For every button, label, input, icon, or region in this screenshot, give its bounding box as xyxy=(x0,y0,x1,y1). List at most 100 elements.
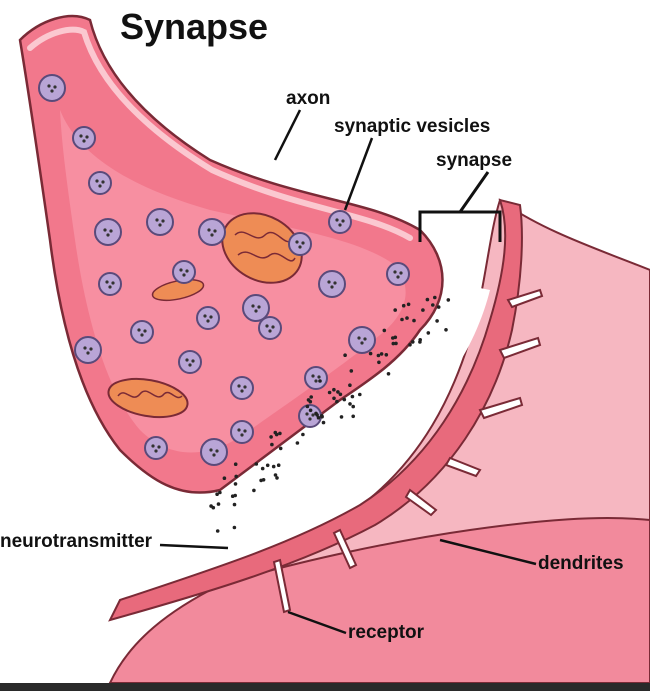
vesicle-content xyxy=(50,89,53,92)
vesicle-content xyxy=(295,240,298,243)
vesicle-content xyxy=(341,219,344,222)
synaptic-vesicle xyxy=(289,233,311,255)
neurotransmitter-dot xyxy=(402,304,406,308)
neurotransmitter-dot xyxy=(437,305,441,309)
vesicle-content xyxy=(109,229,112,232)
neurotransmitter-dot xyxy=(418,338,422,342)
neurotransmitter-dot xyxy=(223,476,227,480)
vesicle-content xyxy=(210,233,213,236)
vesicle-content xyxy=(240,389,243,392)
vesicle-content xyxy=(206,319,209,322)
neurotransmitter-dot xyxy=(348,402,352,406)
neurotransmitter-dot xyxy=(383,329,387,333)
neurotransmitter-dot xyxy=(217,502,221,506)
neurotransmitter-dot xyxy=(358,393,362,397)
neurotransmitter-dot xyxy=(328,391,332,395)
synaptic-vesicle xyxy=(231,377,253,399)
vesicle-content xyxy=(158,223,161,226)
neurotransmitter-dot xyxy=(301,433,305,437)
vesicle-content xyxy=(140,333,143,336)
vesicle-content xyxy=(213,229,216,232)
vesicle-content xyxy=(327,280,330,283)
vesicle-content xyxy=(360,341,363,344)
neurotransmitter-dot xyxy=(400,318,404,322)
neurotransmitter-dot xyxy=(421,308,425,312)
vesicle-content xyxy=(95,179,98,182)
neurotransmitter-dot xyxy=(266,464,270,468)
vesicle-content xyxy=(243,385,246,388)
vesicle-content xyxy=(311,413,314,416)
label-neurotransmitter: neurotransmitter xyxy=(0,531,160,553)
neurotransmitter-dot xyxy=(387,372,391,376)
neurotransmitter-dot xyxy=(270,443,274,447)
neurotransmitter-dot xyxy=(335,400,339,404)
synaptic-vesicle xyxy=(387,263,409,285)
vesicle-content xyxy=(251,304,254,307)
neurotransmitter-dot xyxy=(215,492,219,496)
vesicle-content xyxy=(317,375,320,378)
neurotransmitter-dot xyxy=(412,319,416,323)
synaptic-vesicle xyxy=(39,75,65,101)
vesicle-content xyxy=(105,280,108,283)
neurotransmitter-dot xyxy=(314,412,318,416)
neurotransmitter-dot xyxy=(296,441,300,445)
synaptic-vesicle xyxy=(99,273,121,295)
synapse-bracket xyxy=(420,172,500,242)
axon-leader xyxy=(275,110,300,160)
diagram-title: Synapse xyxy=(120,6,268,48)
vesicle-content xyxy=(137,328,140,331)
vesicle-content xyxy=(111,281,114,284)
label-dendrites: dendrites xyxy=(538,553,624,575)
vesicle-content xyxy=(207,228,210,231)
vesicle-content xyxy=(298,245,301,248)
vesicle-content xyxy=(185,269,188,272)
neurotransmitter-dot xyxy=(444,328,448,332)
neurotransmitter-dot xyxy=(435,319,439,323)
neurotransmitter-dot xyxy=(377,354,381,358)
neurotransmitter-dot xyxy=(447,298,451,302)
synaptic-vesicle xyxy=(145,437,167,459)
synaptic-vesicle xyxy=(95,219,121,245)
synaptic-vesicle xyxy=(73,127,95,149)
vesicle-content xyxy=(191,359,194,362)
vesicle-content xyxy=(243,429,246,432)
vesicle-content xyxy=(154,449,157,452)
vesicle-content xyxy=(103,228,106,231)
label-axon: axon xyxy=(286,88,330,110)
synaptic-vesicle xyxy=(349,327,375,353)
neurotransmitter-dot xyxy=(431,303,435,307)
neurotransmitter-dot xyxy=(343,353,347,357)
neurotransmitter-dot xyxy=(411,340,415,344)
bottom-border xyxy=(0,683,650,691)
neurotransmitter-dot xyxy=(278,432,282,436)
vesicle-content xyxy=(143,329,146,332)
synaptic-vesicle xyxy=(179,351,201,373)
vesicle-content xyxy=(237,428,240,431)
vesicle-content xyxy=(338,223,341,226)
vesicles-leader xyxy=(345,138,372,210)
vesicle-content xyxy=(157,445,160,448)
vesicle-content xyxy=(257,305,260,308)
synaptic-vesicle xyxy=(197,307,219,329)
vesicle-content xyxy=(182,273,185,276)
neurotransmitter-dot xyxy=(369,352,373,356)
neurotransmitter-dot xyxy=(348,383,352,387)
neurotransmitter-dot xyxy=(262,478,266,482)
neurotransmitter-dot xyxy=(233,526,237,530)
neurotransmitter-dot xyxy=(320,414,324,418)
neurotransmitter-dot xyxy=(254,462,258,466)
neurotransmitter-dot xyxy=(351,405,355,409)
vesicle-content xyxy=(335,218,338,221)
neurotransmitter-dot xyxy=(212,506,216,510)
neurotransmitter-dot xyxy=(233,494,237,498)
vesicle-content xyxy=(240,433,243,436)
synaptic-vesicle xyxy=(131,321,153,343)
vesicle-content xyxy=(209,448,212,451)
vesicle-content xyxy=(82,139,85,142)
vesicle-content xyxy=(185,358,188,361)
neurotransmitter-dot xyxy=(252,489,256,493)
vesicle-content xyxy=(215,449,218,452)
vesicle-content xyxy=(98,184,101,187)
neurotransmitter-dot xyxy=(407,303,411,307)
